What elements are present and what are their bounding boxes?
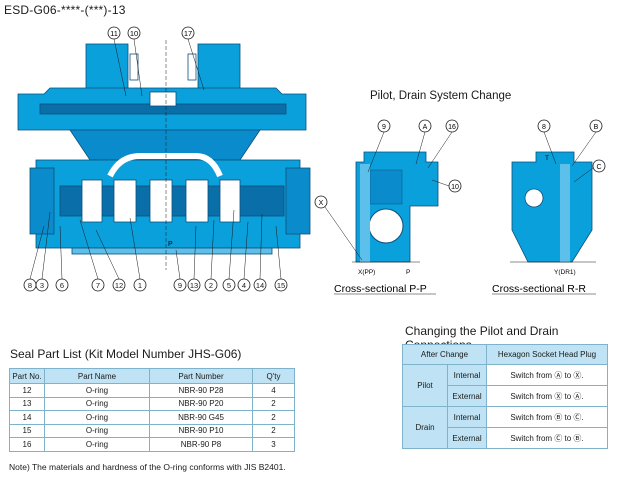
- callout-15: 15: [277, 281, 285, 290]
- pp-callout-x: X: [319, 200, 324, 207]
- sub-internal: Internal: [447, 364, 487, 386]
- callout-6: 6: [60, 281, 64, 290]
- rr-callout-8: 8: [542, 124, 546, 131]
- callout-4: 4: [242, 281, 246, 290]
- table-row: 15 O-ring NBR-90 P10 2: [9, 423, 295, 438]
- cell-part-number: NBR-90 P10: [149, 423, 253, 438]
- main-top-callouts: 11 10 17: [107, 26, 205, 97]
- cell-part-no: 16: [9, 437, 45, 452]
- seal-part-table: Part No. Part Name Part Number Q'ty 12 O…: [9, 368, 295, 452]
- pp-callout-9: 9: [382, 124, 386, 131]
- port-y-dr1: Y(DR1): [554, 269, 576, 276]
- rr-callout-c: C: [596, 164, 601, 171]
- callout-10: 10: [130, 29, 138, 38]
- cell-qty: 2: [252, 423, 295, 438]
- rr-caption: Cross-sectional R-R: [492, 283, 586, 295]
- action-cell: Switch from Ⓐ to Ⓧ.: [486, 364, 608, 386]
- col-after-change: After Change: [402, 344, 487, 365]
- cell-part-name: O-ring: [44, 437, 150, 452]
- left-solenoid-coil: [85, 43, 129, 91]
- right-solenoid-coil: [197, 43, 241, 91]
- callout-13: 13: [190, 281, 198, 290]
- cell-part-number: NBR-90 P8: [149, 437, 253, 452]
- table-row: 13 O-ring NBR-90 P20 2: [9, 396, 295, 411]
- cell-part-no: 12: [9, 383, 45, 398]
- cell-qty: 3: [252, 437, 295, 452]
- main-port-p: P: [168, 241, 173, 248]
- group-drain: Drain: [402, 406, 448, 449]
- table-row: 16 O-ring NBR-90 P8 3: [9, 437, 295, 452]
- cell-part-number: NBR-90 P20: [149, 396, 253, 411]
- callout-9: 9: [178, 281, 182, 290]
- sub-external: External: [447, 385, 487, 407]
- callout-17: 17: [184, 29, 192, 38]
- cell-qty: 2: [252, 410, 295, 425]
- callout-11: 11: [110, 29, 118, 38]
- callout-5: 5: [227, 281, 231, 290]
- cell-part-name: O-ring: [44, 423, 150, 438]
- change-connections-table: After Change Hexagon Socket Head Plug Pi…: [402, 344, 608, 449]
- action-cell: Switch from Ⓑ to Ⓒ.: [486, 406, 608, 428]
- sub-external: External: [447, 427, 487, 449]
- col-part-number: Part Number: [149, 368, 253, 384]
- sub-internal: Internal: [447, 406, 487, 428]
- cell-part-number: NBR-90 P28: [149, 383, 253, 398]
- col-part-name: Part Name: [44, 368, 150, 384]
- seal-note: Note) The materials and hardness of the …: [9, 462, 286, 472]
- model-title: ESD-G06-****-(***)-13: [4, 3, 126, 17]
- cell-part-no: 15: [9, 423, 45, 438]
- valve-diagram: P 11 10 17 8 3 6 7 12 1 9 13 2 5 4: [17, 26, 606, 295]
- action-cell: Switch from Ⓧ to Ⓐ.: [486, 385, 608, 407]
- cell-part-name: O-ring: [44, 383, 150, 398]
- table-row: Pilot Internal Switch from Ⓐ to Ⓧ.: [402, 364, 608, 407]
- pp-callout-10: 10: [451, 184, 459, 191]
- cell-part-number: NBR-90 G45: [149, 410, 253, 425]
- action-cell: Switch from Ⓒ to Ⓑ.: [486, 427, 608, 449]
- callout-14: 14: [256, 281, 264, 290]
- callout-2: 2: [209, 281, 213, 290]
- cell-part-name: O-ring: [44, 410, 150, 425]
- table-row: Drain Internal Switch from Ⓑ to Ⓒ.: [402, 406, 608, 449]
- pilot-drain-title: Pilot, Drain System Change: [370, 90, 512, 102]
- callout-1: 1: [138, 281, 142, 290]
- col-part-no: Part No.: [9, 368, 45, 384]
- table-row: 14 O-ring NBR-90 G45 2: [9, 410, 295, 425]
- cell-qty: 4: [252, 383, 295, 398]
- col-qty: Q'ty: [252, 368, 295, 384]
- callout-12: 12: [115, 281, 123, 290]
- cell-part-no: 13: [9, 396, 45, 411]
- callout-8: 8: [28, 281, 32, 290]
- callout-3: 3: [40, 281, 44, 290]
- port-x-pp: X(PP): [358, 269, 375, 276]
- rr-cross-section: T Y(DR1) 8 B C: [510, 119, 606, 276]
- group-pilot: Pilot: [402, 364, 448, 407]
- seal-list-title: Seal Part List (Kit Model Number JHS-G06…: [10, 347, 242, 361]
- cell-part-name: O-ring: [44, 396, 150, 411]
- main-valve-cross-section: [17, 43, 311, 255]
- cell-part-no: 14: [9, 410, 45, 425]
- pp-callout-16: 16: [448, 124, 456, 131]
- table-row: External Switch from Ⓒ to Ⓑ.: [403, 427, 608, 449]
- table-row: 12 O-ring NBR-90 P28 4: [9, 383, 295, 398]
- rr-callout-b: B: [594, 124, 599, 131]
- callout-7: 7: [96, 281, 100, 290]
- col-hex-plug: Hexagon Socket Head Plug: [486, 344, 608, 365]
- pp-caption: Cross-sectional P-P: [334, 283, 427, 295]
- port-p: P: [406, 269, 410, 276]
- cell-qty: 2: [252, 396, 295, 411]
- pp-callout-a: A: [423, 124, 428, 131]
- main-bottom-callouts: 8 3 6 7 12 1 9 13 2 5 4 14 15: [23, 209, 288, 292]
- port-t: T: [545, 155, 549, 162]
- pp-cross-section: X(PP) P 9 A 16 10 X: [314, 119, 462, 276]
